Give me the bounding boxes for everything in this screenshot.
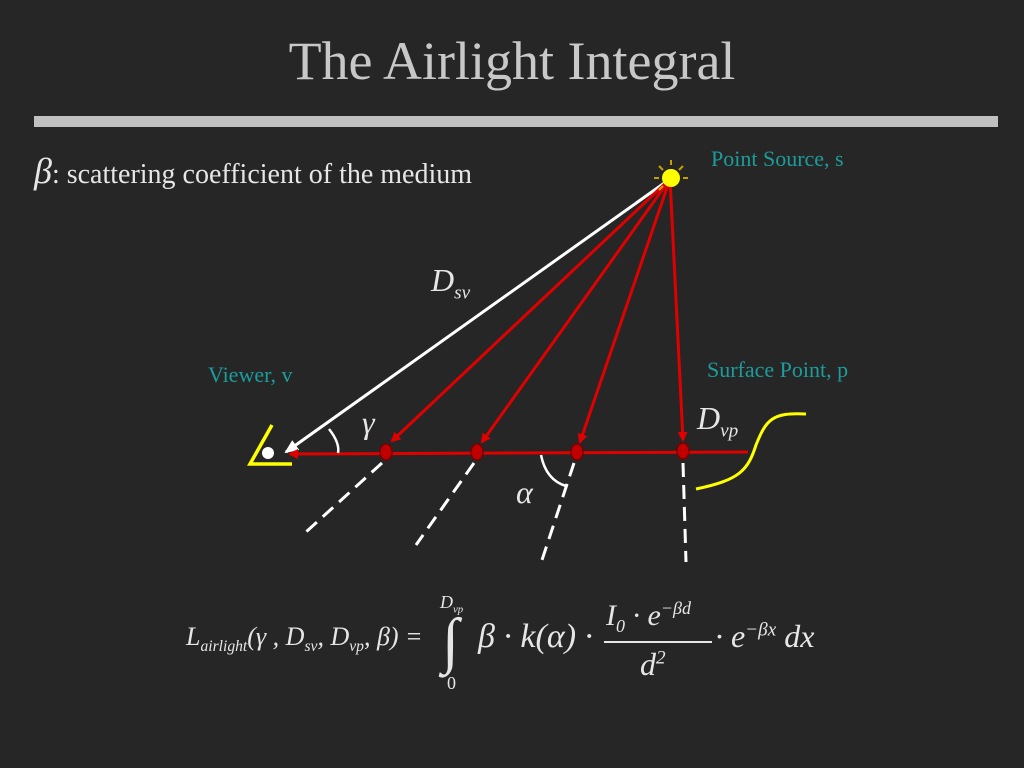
numerator-main: I: [606, 599, 616, 632]
d-vp-label: Dvp: [697, 400, 738, 442]
source-viewer-line: [284, 177, 671, 454]
numerator-sub: 0: [616, 616, 625, 636]
integral-upper-limit: Dvp: [440, 592, 463, 616]
numerator-exp: −βd: [660, 598, 691, 618]
title-divider: [34, 116, 998, 127]
lhs-args: (γ , D: [247, 622, 305, 651]
sun-icon: [654, 160, 688, 191]
lhs-main: L: [186, 622, 201, 651]
beta-definition: β: scattering coefficient of the medium: [34, 150, 472, 192]
dashed-extension-1: [304, 461, 384, 534]
integrand-right-main: · e: [715, 618, 746, 654]
scatter-ray-4: [668, 178, 688, 442]
lhs-end: , β) =: [363, 622, 423, 651]
fraction-bar: [604, 641, 712, 643]
beta-definition-text: : scattering coefficient of the medium: [51, 159, 473, 190]
scatter-point-1: [379, 443, 393, 461]
scatter-ray-2: [480, 178, 672, 444]
d-sv-main: D: [431, 262, 455, 298]
d-vp-sub: vp: [720, 420, 739, 442]
surface-curve: [695, 412, 807, 491]
eye-icon: [247, 424, 292, 466]
integrand-left: β · k(α) ·: [478, 618, 594, 655]
scatter-point-3: [570, 443, 584, 461]
beta-symbol: β: [34, 151, 52, 191]
surface-point-label: Surface Point, p: [707, 357, 849, 382]
upper-limit-sub: vp: [453, 603, 464, 616]
fraction-numerator: I0 · e−βd: [606, 598, 691, 637]
scatter-point-4: [676, 442, 690, 460]
fraction-denominator: d2: [640, 646, 666, 683]
integrand-exp: −βx: [745, 619, 777, 641]
dashed-extension-2: [414, 462, 476, 546]
viewer-label: Viewer, v: [208, 362, 293, 387]
lhs-arg-sub2: vp: [349, 638, 364, 656]
d-sv-sub: sv: [454, 282, 471, 304]
gamma-label: γ: [362, 404, 375, 440]
numerator-rest: · e: [625, 599, 661, 632]
lhs-sub: airlight: [200, 638, 248, 656]
d-vp-main: D: [697, 400, 721, 436]
denominator-exp: 2: [656, 647, 666, 669]
d-sv-label: Dsv: [431, 262, 470, 304]
lhs-mid: , D: [317, 622, 350, 651]
scatter-ray-3: [577, 178, 672, 444]
upper-limit-main: D: [440, 592, 453, 612]
alpha-label: α: [516, 474, 533, 510]
alpha-arc: [539, 454, 567, 488]
differential: dx: [784, 618, 815, 654]
viewing-ray: [288, 448, 749, 459]
dashed-extension-3: [540, 462, 576, 561]
lhs-arg-sub1: sv: [304, 638, 318, 656]
integral-lower-limit: 0: [447, 673, 456, 693]
dashed-extension-4: [681, 462, 688, 563]
integrand-right: · e−βx dx: [715, 618, 814, 655]
scatter-point-2: [470, 443, 484, 461]
denominator-main: d: [640, 646, 656, 682]
slide-title: The Airlight Integral: [288, 31, 736, 91]
point-source-label: Point Source, s: [711, 146, 844, 171]
scatter-ray-1: [390, 177, 672, 443]
integral-sign: ∫: [442, 607, 459, 675]
equation-lhs: Lairlight(γ , Dsv, Dvp, β) =: [186, 622, 423, 656]
gamma-arc: [328, 428, 340, 454]
